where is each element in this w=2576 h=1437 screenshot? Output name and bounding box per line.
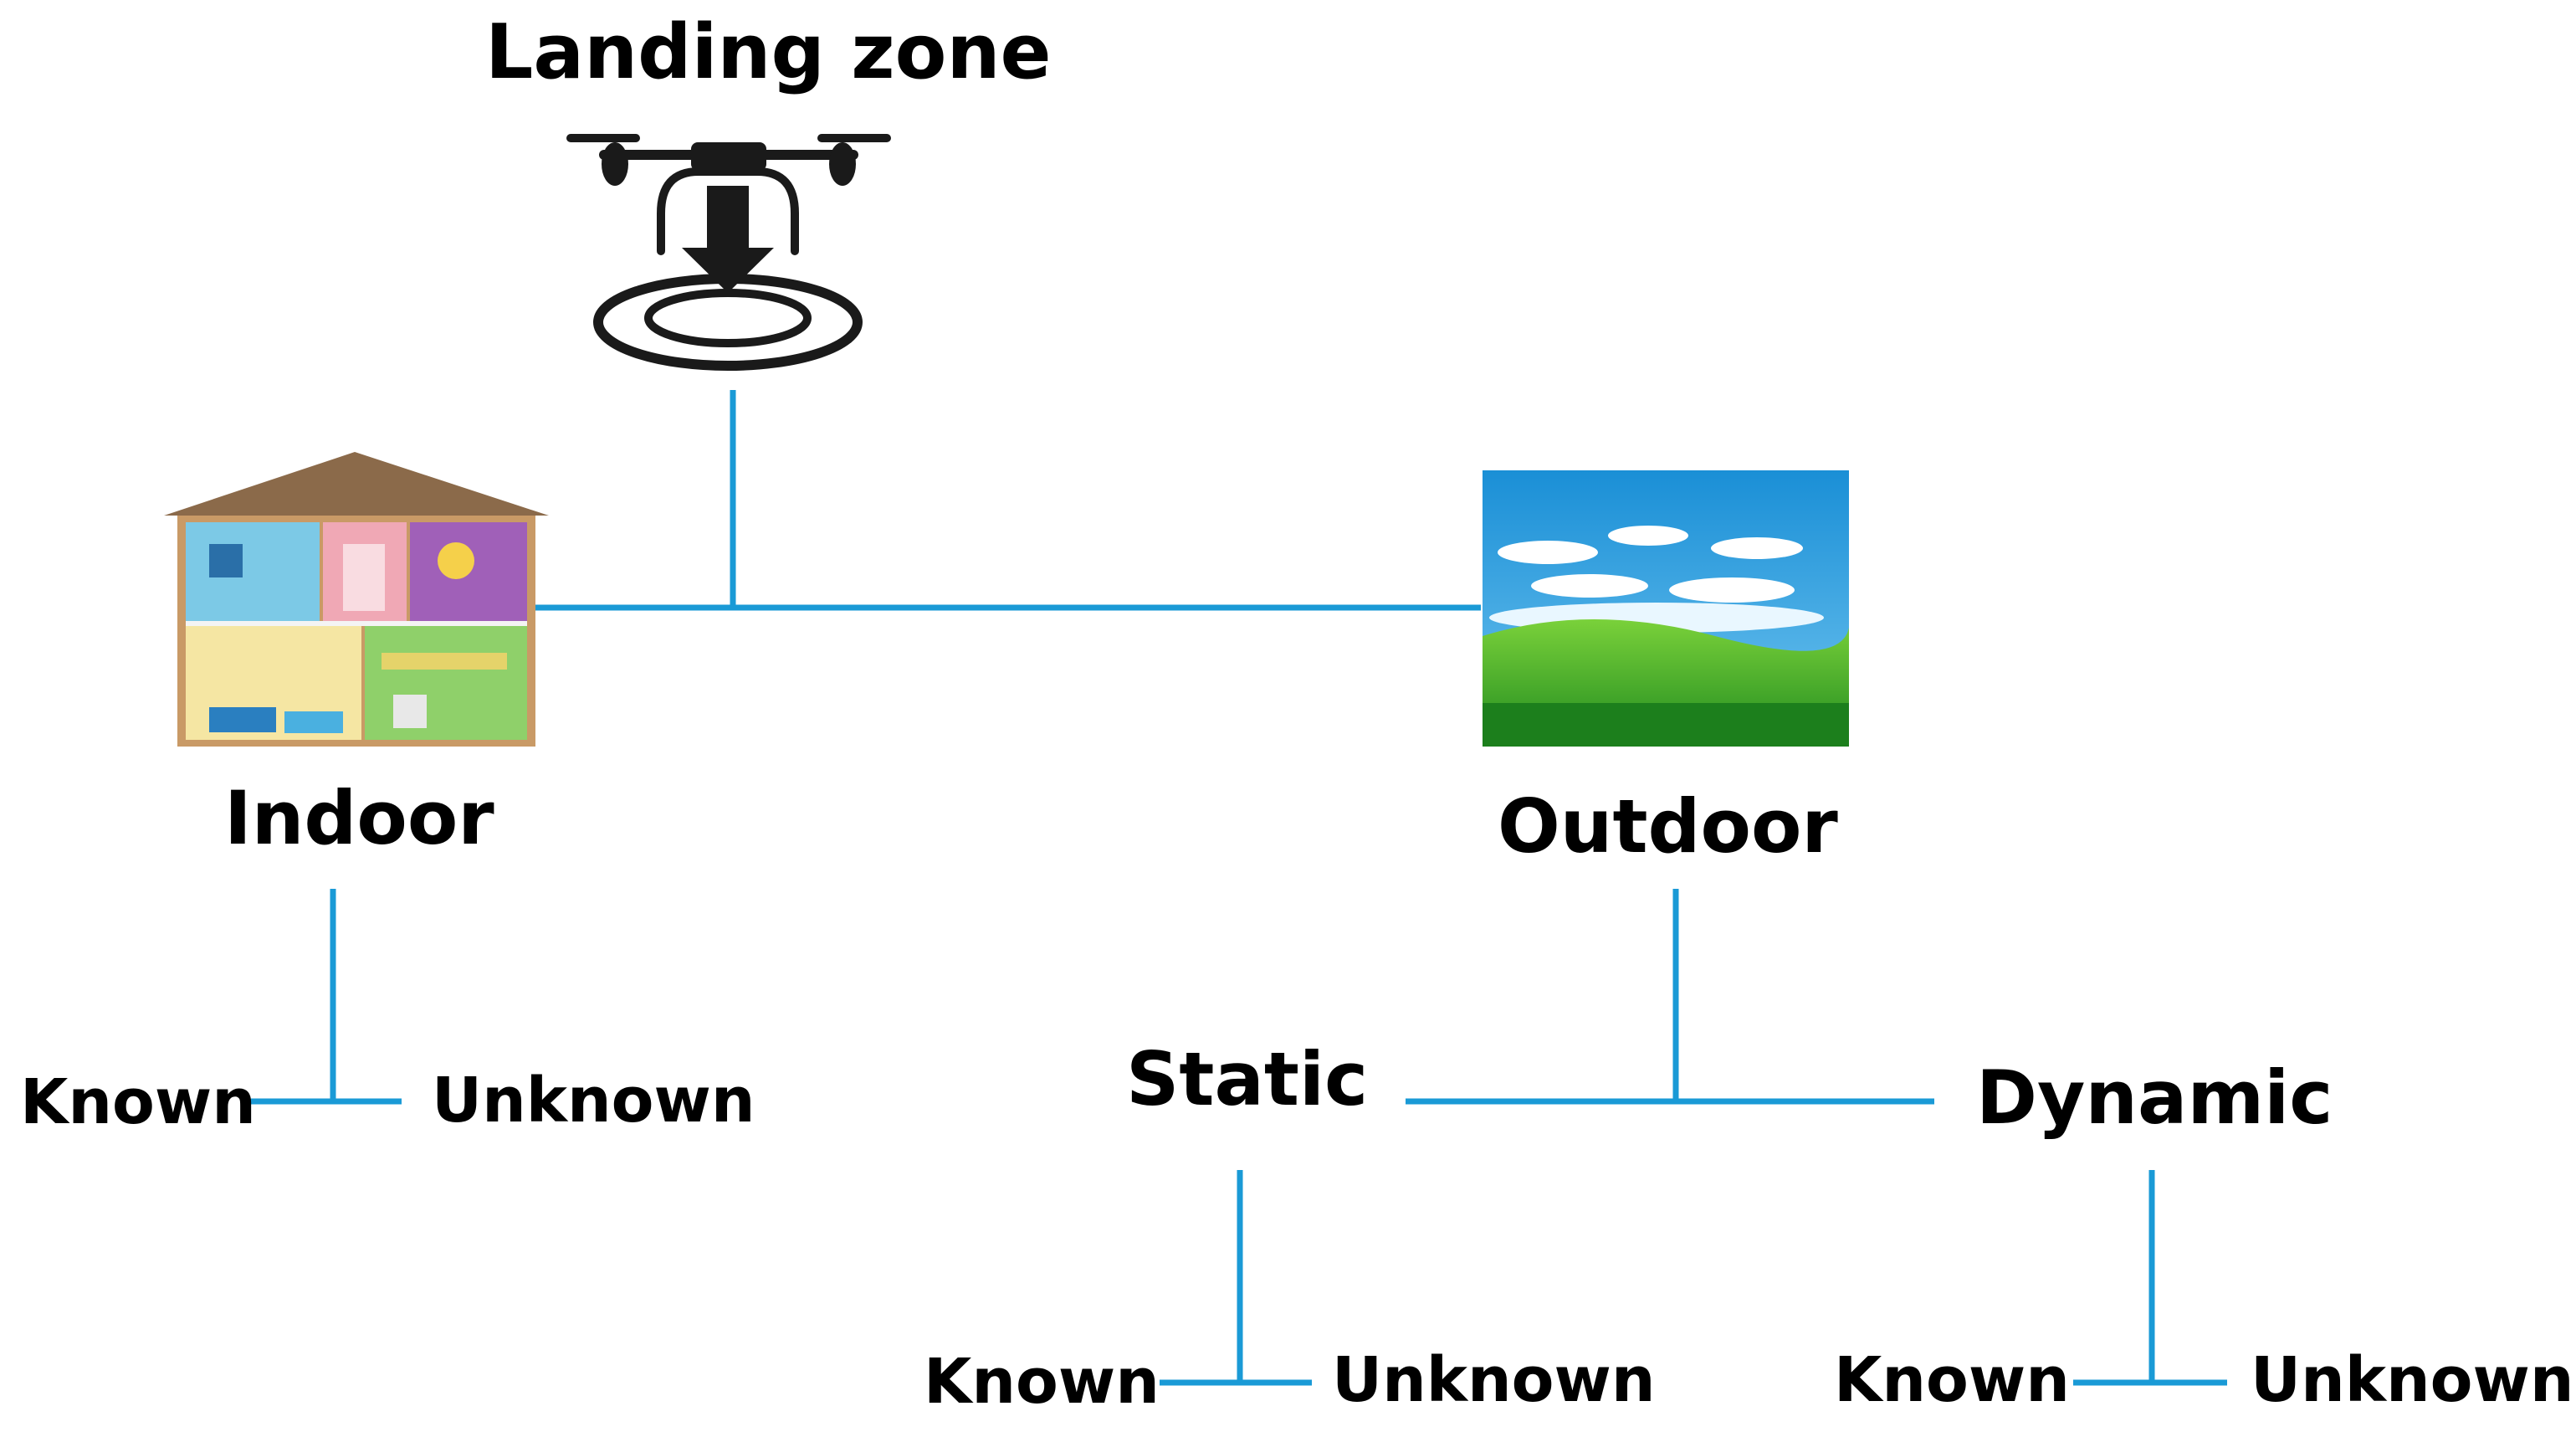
label-static-known: Known [924, 1346, 1160, 1418]
label-indoor-unknown: Unknown [432, 1065, 755, 1137]
label-outdoor: Outdoor [1498, 783, 1838, 870]
label-dynamic-unknown: Unknown [2251, 1344, 2574, 1416]
label-indoor-known: Known [20, 1066, 256, 1138]
title-landing-zone: Landing zone [485, 8, 1052, 96]
label-indoor: Indoor [224, 775, 494, 861]
house-cutaway-icon [164, 452, 549, 747]
landscape-sky-grass-icon [1483, 470, 1849, 747]
label-dynamic-known: Known [1834, 1344, 2070, 1416]
label-static-unknown: Unknown [1332, 1344, 1656, 1416]
label-outdoor-static: Static [1126, 1036, 1369, 1122]
connector-lines [251, 390, 2227, 1386]
drone-landing-icon [566, 134, 891, 371]
label-outdoor-dynamic: Dynamic [1976, 1055, 2333, 1141]
